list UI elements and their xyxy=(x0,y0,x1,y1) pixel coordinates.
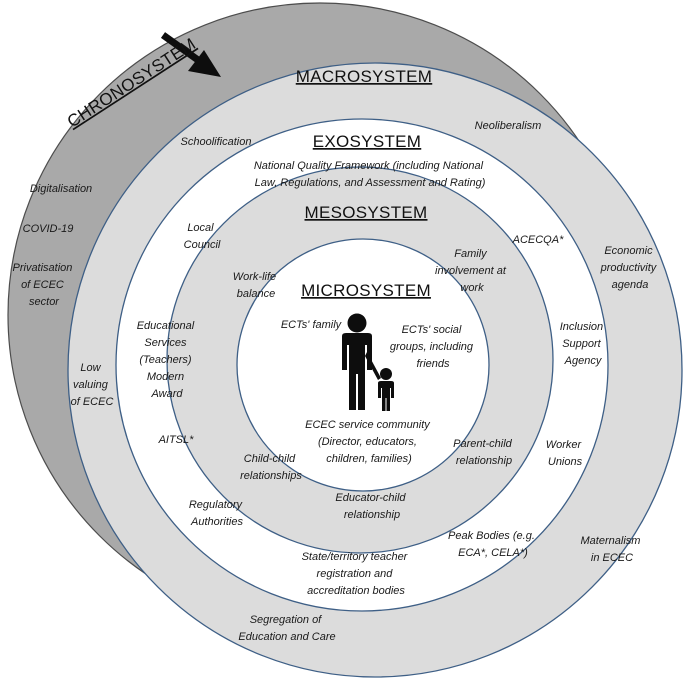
exo-aitsl: AITSL* xyxy=(158,434,195,446)
exo-worker-unions: Worker Unions xyxy=(546,439,585,468)
chrono-privatisation: Privatisation of ECEC sector xyxy=(13,262,76,308)
micro-service-community: ECEC service community (Director, educat… xyxy=(305,419,433,465)
micro-social-groups: ECTs' social groups, including friends xyxy=(390,324,476,370)
chrono-covid: COVID-19 xyxy=(23,223,74,235)
macro-economic: Economic productivity agenda xyxy=(600,245,660,291)
meso-family-involvement: Family involvement at work xyxy=(435,248,509,294)
chrono-digitalisation: Digitalisation xyxy=(30,183,92,195)
macro-maternalism: Maternalism in ECEC xyxy=(581,535,644,564)
macrosystem-title: MACROSYSTEM xyxy=(296,67,432,86)
macro-schoolification: Schoolification xyxy=(181,136,252,148)
exo-peak-bodies: Peak Bodies (e.g. ECA*, CELA*) xyxy=(448,530,538,559)
exo-regulatory: Regulatory Authorities xyxy=(189,499,245,528)
mesosystem-title: MESOSYSTEM xyxy=(305,203,428,222)
time-arrow-icon xyxy=(160,32,221,77)
exo-inclusion: Inclusion Support Agency xyxy=(560,321,606,367)
exosystem-title: EXOSYSTEM xyxy=(313,132,422,151)
chrono-low-valuing: Low valuing of ECEC xyxy=(71,362,114,408)
meso-work-life: Work-life balance xyxy=(233,271,279,300)
exo-local-council: Local Council xyxy=(184,222,221,251)
exo-acecqa: ACECQA* xyxy=(512,234,564,246)
micro-ects-family: ECTs' family xyxy=(281,319,343,331)
meso-child-child: Child-child relationships xyxy=(240,453,302,482)
microsystem-title: MICROSYSTEM xyxy=(301,281,431,300)
meso-educator-child: Educator-child relationship xyxy=(335,492,408,521)
macro-segregation: Segregation of Education and Care xyxy=(238,614,335,643)
parent-child-figure-icon xyxy=(342,313,394,411)
exo-registration: State/territory teacher registration and… xyxy=(302,551,411,597)
exo-nqf: National Quality Framework (including Na… xyxy=(254,160,486,189)
macro-neoliberalism: Neoliberalism xyxy=(475,120,542,132)
meso-parent-child: Parent-child relationship xyxy=(453,438,515,467)
exo-award: Educational Services (Teachers) Modern A… xyxy=(137,320,198,400)
